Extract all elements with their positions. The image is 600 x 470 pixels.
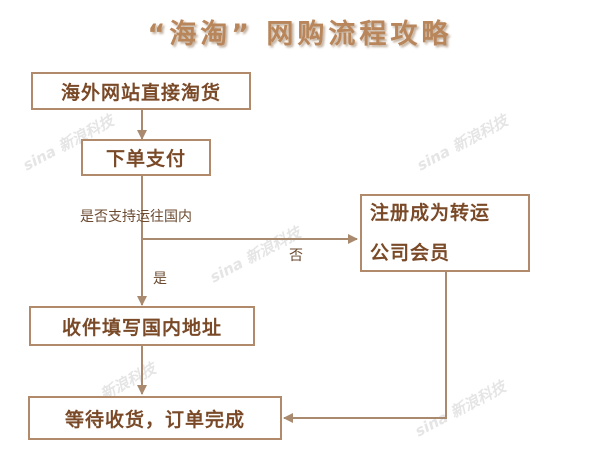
node-register-line2: 公司会员 [370, 242, 451, 264]
node-shop-overseas: 海外网站直接淘货 [31, 72, 251, 110]
label-yes: 是 [153, 271, 167, 287]
node-order-pay: 下单支付 [81, 139, 211, 176]
node-register-forwarder: 注册成为转运 公司会员 [360, 194, 530, 272]
node-register-line1: 注册成为转运 [370, 202, 491, 224]
page-title: “海淘” 网购流程攻略 [147, 19, 453, 50]
arrow-n3-to-n5 [283, 272, 447, 423]
node-await-delivery: 等待收货，订单完成 [28, 396, 282, 440]
node-domestic-address: 收件填写国内地址 [29, 306, 255, 346]
label-no: 否 [289, 248, 303, 264]
label-decision: 是否支持运往国内 [80, 209, 192, 225]
